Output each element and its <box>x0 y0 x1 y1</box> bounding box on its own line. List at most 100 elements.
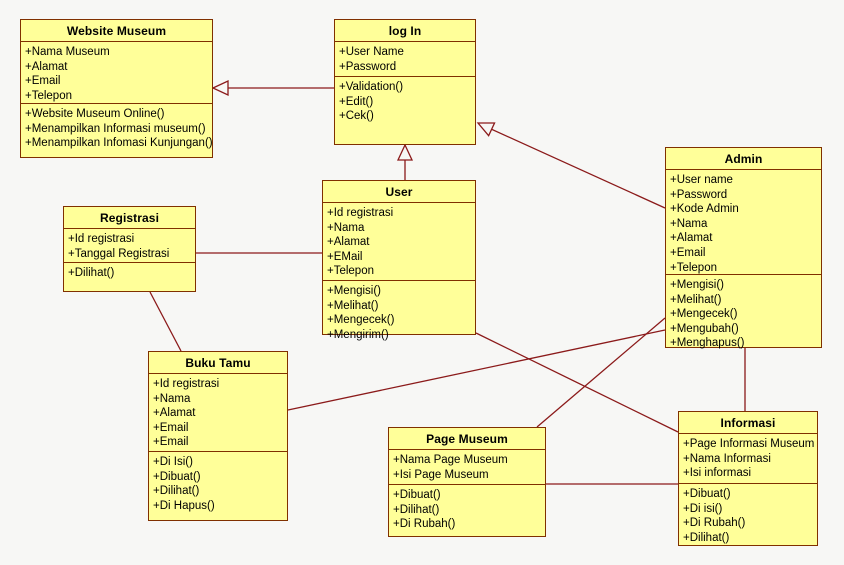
uml-operation: +Di isi() <box>683 502 723 515</box>
uml-attribute: +Id registrasi <box>153 378 220 390</box>
uml-attribute: +Nama <box>153 392 191 405</box>
uml-operation: +Di Isi() <box>153 456 193 468</box>
uml-attribute: +Page Informasi Museum <box>683 438 815 450</box>
uml-attribute: +Tanggal Registrasi <box>68 247 170 260</box>
uml-attributes-compartment: +Nama Museum+Alamat+Email+Telepon <box>21 42 212 104</box>
uml-operation: +Melihat() <box>327 299 379 312</box>
uml-operation: +Mengecek() <box>670 308 738 321</box>
uml-class-page-museum[interactable]: Page Museum +Nama Page Museum +Isi Page Mu… <box>388 427 546 537</box>
uml-operations-compartment: +Website Museum Online() +Menampilkan Inf… <box>21 104 213 157</box>
uml-operation: +Melihat() <box>670 293 722 306</box>
uml-attribute: +Password <box>670 188 728 201</box>
connector-line <box>475 332 679 433</box>
uml-operations-compartment: +Dilihat() <box>64 263 195 291</box>
uml-operation: +Di Rubah() <box>393 518 456 531</box>
uml-class-website-museum[interactable]: Website Museum +Nama Museum +Alamat +Email +… <box>20 19 213 158</box>
uml-operation: +Mengisi() <box>670 279 725 291</box>
uml-operation: +Mengisi() <box>327 285 382 297</box>
uml-attribute: +Nama <box>327 221 365 234</box>
uml-attribute: +Nama <box>670 217 708 230</box>
uml-operation: +Dilihat() <box>393 503 440 516</box>
uml-operation: +Dilihat() <box>68 267 115 279</box>
uml-attribute: +Isi Page Museum <box>393 468 489 481</box>
uml-attribute: +User Name <box>339 46 404 58</box>
uml-operations-compartment: +Dibuat() +Dilihat() +Di Rubah() <box>389 485 545 536</box>
uml-class-name: log In <box>335 20 475 42</box>
uml-attributes-compartment: +Page Informasi Museum +Nama Informasi +Is… <box>679 434 817 484</box>
uml-class-admin[interactable]: Admin +User name +Password +Kode Admin+Nama… <box>665 147 822 349</box>
uml-operation: +Dibuat() <box>393 489 441 501</box>
uml-operation: +Mengecek() <box>327 314 395 327</box>
uml-attribute: +Id registrasi <box>68 233 135 245</box>
connector-user-to-informasi <box>475 332 679 433</box>
uml-attributes-compartment: +Id registrasi+Nama+Alamat+Email+Email <box>149 374 287 452</box>
uml-class-buku-tamu[interactable]: Buku Tamu+Id registrasi+Nama+Alamat+Emai… <box>148 351 288 521</box>
generalization-arrowhead <box>476 122 496 137</box>
uml-operations-compartment: +Validation() +Edit() +Cek() <box>335 77 475 144</box>
uml-attribute: +Alamat <box>670 232 713 245</box>
connector-user-to-login <box>396 143 414 180</box>
uml-operation: +Edit() <box>339 95 374 108</box>
uml-attribute: +Email <box>153 436 189 449</box>
uml-attribute: +Alamat <box>153 407 196 420</box>
uml-operation: +Menghapus() <box>670 337 745 350</box>
uml-operation: +Cek() <box>339 110 374 123</box>
uml-attribute: +User name <box>670 174 733 186</box>
uml-attribute: +Email <box>153 421 189 434</box>
uml-class-name: Registrasi <box>64 207 195 229</box>
uml-attribute: +Nama Museum <box>25 46 110 58</box>
uml-class-name: Website Museum <box>21 20 212 42</box>
uml-attribute: +Nama Page Museum <box>393 454 508 466</box>
uml-operation: +Dibuat() <box>683 488 731 500</box>
uml-operations-compartment: +Dibuat() +Di isi() +Di Rubah()+Dilihat() <box>679 484 817 548</box>
connector-login-to-website-museum <box>211 79 334 97</box>
uml-attribute: +Telepon <box>670 261 717 274</box>
uml-attributes-compartment: +Nama Page Museum +Isi Page Museum <box>389 450 545 485</box>
uml-attribute: +Id registrasi <box>327 207 394 219</box>
uml-attribute: +Email <box>25 75 61 88</box>
uml-attribute: +Password <box>339 60 397 73</box>
uml-attributes-compartment: +User Name +Password <box>335 42 475 77</box>
connector-admin-to-login <box>476 122 666 209</box>
connector-page-museum-to-admin <box>536 317 666 428</box>
uml-class-name: Buku Tamu <box>149 352 287 374</box>
generalization-arrowhead <box>396 143 414 161</box>
uml-attribute: +Nama Informasi <box>683 452 771 465</box>
uml-attribute: +Telepon <box>327 265 374 278</box>
connector-line <box>149 291 182 352</box>
uml-attribute: +Alamat <box>25 60 68 73</box>
uml-operation: +Menampilkan Informasi museum() <box>25 122 206 135</box>
uml-operations-compartment: +Mengisi() +Melihat() +Mengecek()+Mengubah… <box>666 275 821 354</box>
uml-attributes-compartment: +Id registrasi +Nama +Alamat+EMail +Telepon <box>323 203 475 281</box>
uml-attribute: +Isi informasi <box>683 467 752 480</box>
uml-operations-compartment: +Di Isi() +Dibuat() +Dilihat()+Di Hapus() <box>149 452 287 520</box>
uml-operations-compartment: +Mengisi() +Melihat() +Mengecek()+Mengirim… <box>323 281 475 345</box>
uml-class-informasi[interactable]: Informasi+Page Informasi Museum+Nama Inf… <box>678 411 818 546</box>
uml-attribute: +Kode Admin <box>670 203 739 216</box>
connector-registrasi-to-buku-tamu <box>149 291 182 352</box>
uml-operation: +Dibuat() <box>153 470 201 483</box>
uml-operation: +Di Rubah() <box>683 517 746 530</box>
uml-operation: +Validation() <box>339 81 404 93</box>
uml-attribute: +Email <box>670 246 706 259</box>
uml-attribute: +Alamat <box>327 236 370 249</box>
uml-operation: +Mengubah() <box>670 322 739 335</box>
uml-operation: +Di Hapus() <box>153 499 215 512</box>
uml-attributes-compartment: +Id registrasi +Tanggal Registrasi <box>64 229 195 263</box>
connector-line <box>479 123 666 209</box>
generalization-arrowhead <box>211 79 229 97</box>
uml-operation: +Mengirim() <box>327 328 389 341</box>
uml-class-name: Admin <box>666 148 821 170</box>
uml-operation: +Dilihat() <box>683 531 730 544</box>
uml-class-name: Page Museum <box>389 428 545 450</box>
uml-attribute: +EMail <box>327 250 363 263</box>
uml-class-registrasi[interactable]: Registrasi +Id registrasi +Tanggal Registr… <box>63 206 196 292</box>
uml-operation: +Website Museum Online() <box>25 108 165 120</box>
uml-class-user[interactable]: User +Id registrasi +Nama +Alamat+EMail +Tel… <box>322 180 476 341</box>
uml-attributes-compartment: +User name +Password +Kode Admin+Nama +Alam… <box>666 170 821 275</box>
uml-class-name: User <box>323 181 475 203</box>
uml-operation: +Dilihat() <box>153 485 200 498</box>
uml-operation: +Menampilkan Infomasi Kunjungan() <box>25 137 213 150</box>
uml-class-log-in[interactable]: log In +User Name +Password +Validation() +E… <box>334 19 476 145</box>
